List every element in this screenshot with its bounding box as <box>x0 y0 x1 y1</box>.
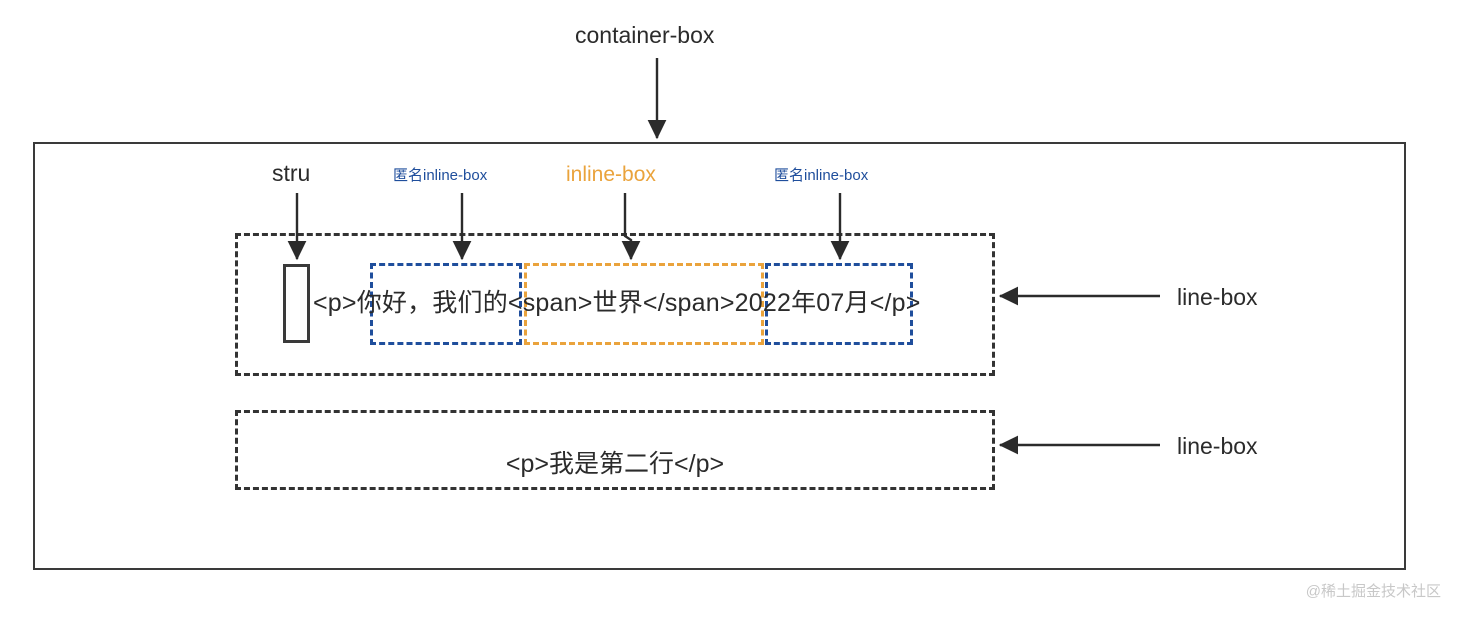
strut-box <box>283 264 310 343</box>
label-anonymous-inline-box-left: 匿名inline-box <box>393 167 488 184</box>
label-line-box-first: line-box <box>1177 284 1258 310</box>
inline-box-span <box>524 263 764 345</box>
label-anonymous-inline-box-right: 匿名inline-box <box>774 167 869 184</box>
label-inline-box: inline-box <box>566 163 656 186</box>
anonymous-inline-box-left <box>370 263 522 345</box>
line-box-second <box>235 410 995 490</box>
label-line-box-second: line-box <box>1177 433 1258 459</box>
code-text-line-1: <p>你好，我们的<span>世界</span>2022年07月</p> <box>313 289 921 317</box>
code-text-line-2: <p>我是第二行</p> <box>505 450 725 478</box>
label-container-box: container-box <box>575 22 715 48</box>
watermark: @稀土掘金技术社区 <box>1305 583 1441 600</box>
label-strut: stru <box>272 160 311 186</box>
line-box-first <box>235 233 995 376</box>
anonymous-inline-box-right <box>765 263 913 345</box>
container-box <box>33 142 1406 570</box>
